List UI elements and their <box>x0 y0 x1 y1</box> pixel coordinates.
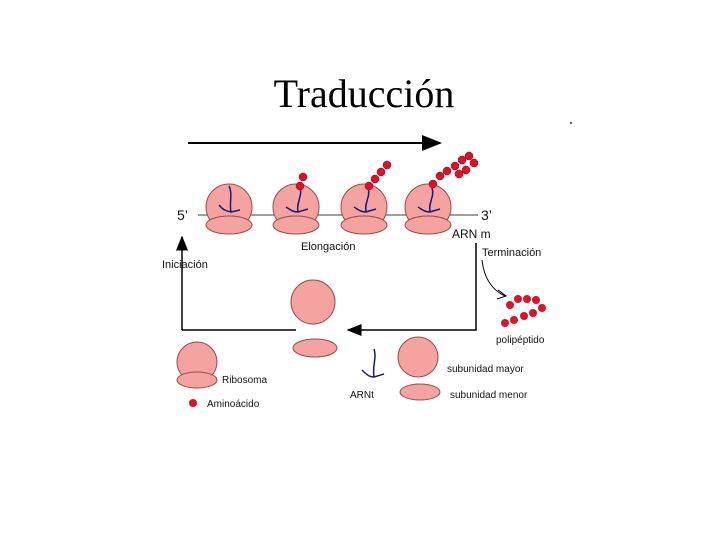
label-arnt: ARNt <box>350 390 374 401</box>
label-subunidad-menor: subunidad menor <box>450 390 528 401</box>
trna-1 <box>218 185 241 213</box>
legend-aminoacid-dot <box>189 399 197 407</box>
trna-4 <box>417 187 441 213</box>
free-large-subunit <box>290 279 336 325</box>
termination-path <box>346 243 477 336</box>
stray-dot <box>570 122 572 124</box>
termination-curve-arrow <box>481 259 506 297</box>
released-polypeptide <box>501 295 546 327</box>
slide-title: Traducción <box>273 71 455 116</box>
label-subunidad-mayor: subunidad mayor <box>447 364 524 375</box>
ribosome-1 <box>205 183 253 235</box>
label-5-prime: 5’ <box>177 207 188 223</box>
label-terminacion: Terminación <box>482 247 541 259</box>
ribosome-2 <box>272 172 320 235</box>
legend-trna <box>361 348 385 378</box>
label-3-prime: 3’ <box>481 207 492 223</box>
legend-small-subunit <box>399 383 441 401</box>
label-arn-m: ARN m <box>452 227 491 241</box>
label-polipeptido: polipéptido <box>496 335 545 346</box>
label-iniciacion: Iniciación <box>162 259 208 271</box>
ribosome-3 <box>340 160 392 235</box>
label-ribosoma: Ribosoma <box>222 375 267 386</box>
ribosome-4 <box>404 151 479 235</box>
free-small-subunit <box>292 338 338 358</box>
label-elongacion: Elongación <box>301 241 355 253</box>
legend-large-subunit <box>397 336 439 378</box>
label-aminoacido: Aminoácido <box>207 399 260 410</box>
legend-ribosome-small <box>176 371 218 389</box>
